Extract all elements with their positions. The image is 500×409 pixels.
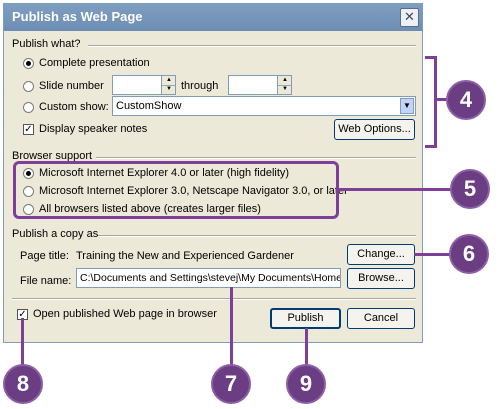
file-name-input[interactable]: C:\Documents and Settings\stevej\My Docu…	[76, 268, 341, 288]
radio-slide-number[interactable]	[23, 81, 34, 92]
slide-to-input[interactable]: ▲ ▼	[228, 75, 292, 95]
check-display-notes[interactable]: ✓	[23, 124, 34, 135]
label-custom-show: Custom show:	[39, 101, 109, 113]
arrow-down-icon[interactable]: ▼	[282, 86, 288, 92]
connector-5	[339, 188, 451, 191]
divider	[98, 235, 416, 237]
close-icon[interactable]: ✕	[400, 8, 419, 27]
publish-dialog: Publish as Web Page ✕ Publish what? Comp…	[3, 3, 423, 343]
title-bar: Publish as Web Page ✕	[4, 4, 422, 31]
arrow-up-icon[interactable]: ▲	[162, 76, 175, 86]
highlight-browser-support	[13, 161, 339, 219]
web-options-button[interactable]: Web Options...	[334, 119, 415, 140]
label-ie4: Microsoft Internet Explorer 4.0 or later…	[39, 167, 290, 179]
radio-custom-show[interactable]	[23, 102, 34, 113]
connector-7	[230, 287, 233, 365]
callout-5: 5	[450, 169, 490, 209]
cancel-button[interactable]: Cancel	[347, 308, 415, 329]
radio-ie4[interactable]	[23, 168, 34, 179]
arrow-up-icon[interactable]: ▲	[278, 76, 291, 86]
browse-button[interactable]: Browse...	[347, 268, 415, 289]
section-publish-copy: Publish a copy as	[12, 228, 99, 240]
label-slide-number: Slide number	[39, 80, 104, 92]
slide-from-spinner[interactable]: ▲ ▼	[161, 76, 175, 94]
divider	[88, 45, 416, 47]
radio-complete-presentation[interactable]	[23, 58, 34, 69]
callout-9: 9	[286, 364, 326, 404]
window-title: Publish as Web Page	[12, 9, 143, 24]
section-browser-support: Browser support	[12, 150, 93, 162]
label-open-in-browser: Open published Web page in browser	[33, 308, 217, 320]
chevron-down-icon[interactable]: ▼	[400, 98, 414, 114]
divider	[96, 157, 416, 159]
callout-6: 6	[449, 234, 489, 274]
arrow-down-icon[interactable]: ▼	[166, 86, 172, 92]
connector-9	[305, 328, 308, 365]
slide-from-input[interactable]: ▲ ▼	[112, 75, 176, 95]
connector-4	[437, 98, 448, 101]
file-name-value: C:\Documents and Settings\stevej\My Docu…	[80, 272, 341, 284]
publish-button[interactable]: Publish	[270, 308, 341, 329]
label-file-name: File name:	[20, 275, 72, 287]
change-button[interactable]: Change...	[347, 244, 415, 265]
callout-4: 4	[446, 80, 486, 120]
label-through: through	[181, 80, 219, 92]
label-ie3: Microsoft Internet Explorer 3.0, Netscap…	[39, 185, 348, 197]
section-publish-what: Publish what?	[12, 38, 81, 50]
page-title-value: Training the New and Experienced Gardene…	[76, 250, 294, 262]
connector-6	[414, 253, 450, 256]
radio-ie3[interactable]	[23, 186, 34, 197]
custom-show-select[interactable]: CustomShow ▼	[112, 96, 416, 116]
radio-all-browsers[interactable]	[23, 204, 34, 215]
callout-8: 8	[3, 364, 43, 404]
label-page-title: Page title:	[20, 250, 69, 262]
label-complete-presentation: Complete presentation	[39, 57, 150, 69]
bracket-4	[425, 56, 437, 148]
callout-7: 7	[211, 364, 251, 404]
slide-to-spinner[interactable]: ▲ ▼	[277, 76, 291, 94]
label-display-notes: Display speaker notes	[39, 123, 148, 135]
custom-show-value: CustomShow	[116, 100, 182, 112]
label-all-browsers: All browsers listed above (creates large…	[39, 203, 261, 215]
connector-8	[21, 318, 24, 366]
divider	[12, 298, 416, 300]
